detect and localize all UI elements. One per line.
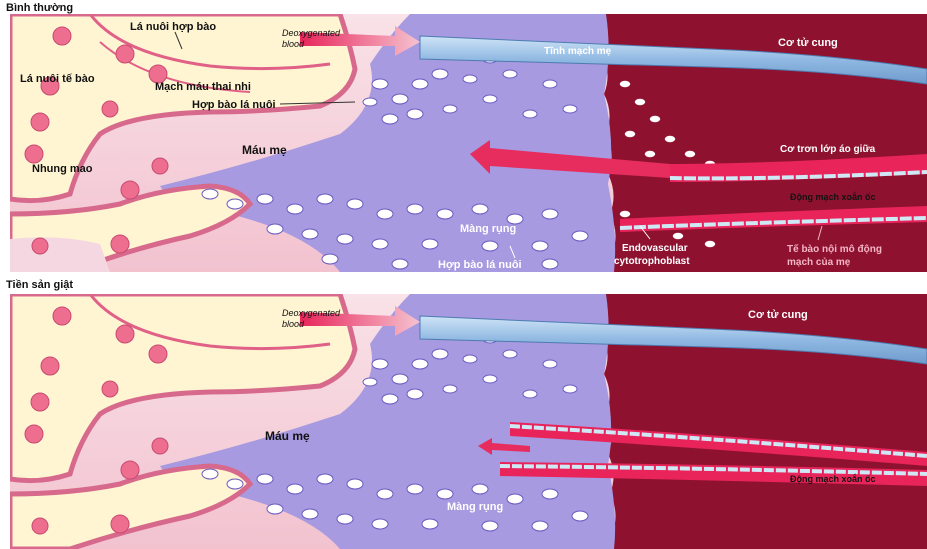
panel-title-preeclampsia: Tiền sản giật [6, 279, 73, 291]
label-smooth-muscle: Cơ trơn lớp áo giữa [780, 144, 876, 155]
diagram-normal: Lá nuôi hợp bào Deoxygenated blood Tĩnh … [10, 14, 927, 272]
label-myometrium: Cơ tử cung [778, 37, 838, 49]
label-endovascular-2: cytotrophoblast [614, 256, 690, 267]
label-endovascular-1: Endovascular [622, 243, 688, 254]
label-decidua: Màng rụng [447, 501, 503, 513]
label-endothelial-2: mạch của mẹ [787, 257, 851, 268]
label-maternal-blood: Máu mẹ [242, 143, 287, 157]
label-syncytiotrophoblast: Hợp bào lá nuôi [192, 99, 276, 111]
label-maternal-vein: Tĩnh mạch mẹ [544, 46, 612, 57]
panel-title-normal: Bình thường [6, 2, 73, 14]
label-deoxygenated-1: Deoxygenated [282, 308, 341, 318]
label-syncytiotrophoblast-2: Hợp bào lá nuôi [438, 259, 522, 271]
label-spiral-artery: Động mạch xoắn ốc [790, 473, 876, 484]
label-deoxygenated-2: blood [282, 319, 305, 329]
diagram-preeclampsia: Deoxygenated blood Cơ tử cung Máu mẹ Độn… [10, 294, 927, 549]
label-cytotrophoblast: Lá nuôi tế bào [20, 73, 95, 85]
label-syncytiotrophoblast-layer: Lá nuôi hợp bào [130, 21, 216, 33]
label-endothelial-1: Tế bào nội mô động [787, 243, 882, 255]
label-villus: Nhung mao [32, 163, 93, 175]
label-myometrium: Cơ tử cung [748, 309, 808, 321]
label-spiral-artery: Động mạch xoắn ốc [790, 191, 876, 202]
label-decidua: Màng rụng [460, 223, 516, 235]
label-deoxygenated-1: Deoxygenated [282, 28, 341, 38]
label-deoxygenated-2: blood [282, 39, 305, 49]
label-maternal-blood: Máu mẹ [265, 429, 310, 443]
label-fetal-vessel: Mạch máu thai nhi [155, 81, 251, 93]
